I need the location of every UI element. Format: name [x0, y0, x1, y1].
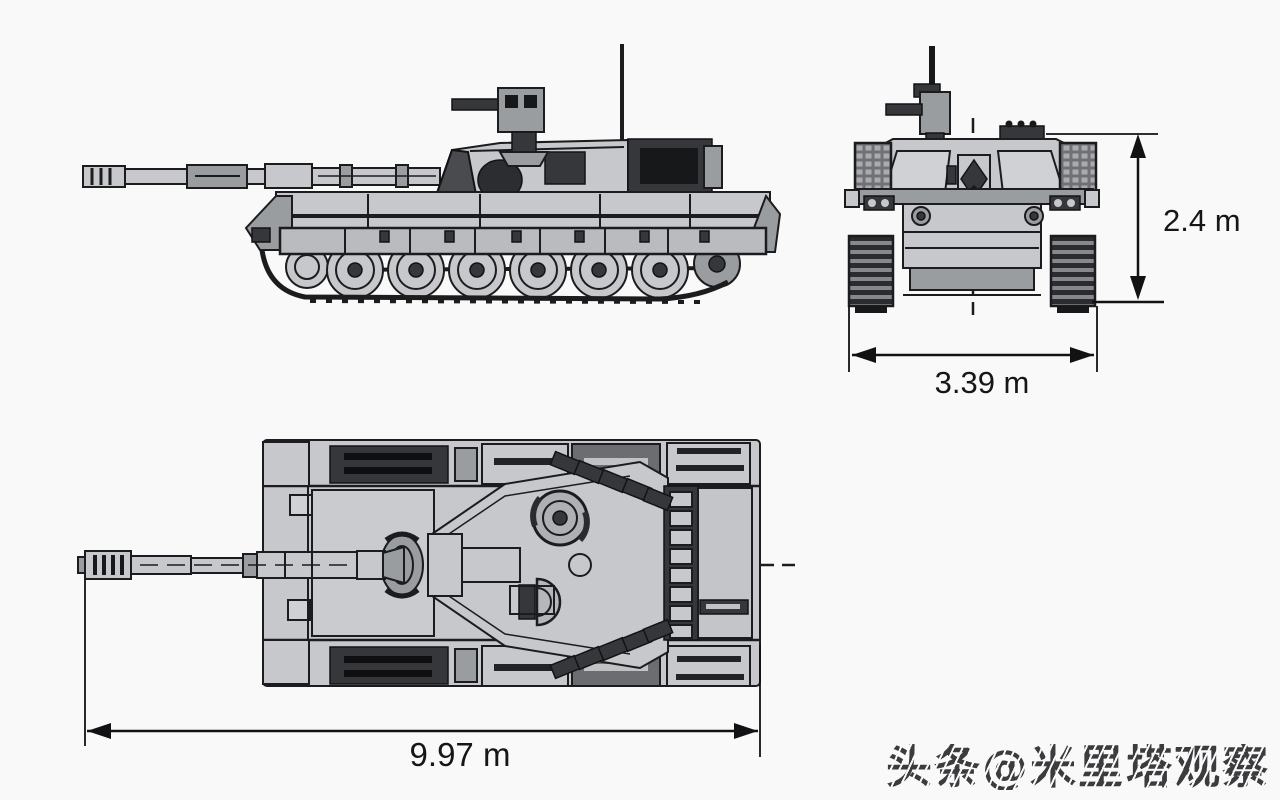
- dimension-arrow: [87, 723, 111, 739]
- commander-hatch: [530, 489, 590, 547]
- roof-sight: [999, 120, 1045, 140]
- length-dimension: 9.97 m: [84, 580, 761, 773]
- height-dimension-label: 2.4 m: [1163, 203, 1241, 238]
- dimension-arrow: [734, 723, 758, 739]
- stowage-cells: [669, 491, 693, 639]
- width-dimension: 3.39 m: [848, 306, 1098, 400]
- hull: [844, 188, 1100, 296]
- turret: [434, 138, 723, 212]
- machine-gun: [451, 87, 550, 167]
- headlights: [863, 195, 1081, 211]
- turret: [380, 450, 699, 680]
- track: [259, 249, 730, 302]
- stowage-chevron-upper: [549, 450, 674, 512]
- top-view-drawing: 9.97 m: [77, 439, 795, 773]
- height-dimension: 2.4 m: [1046, 133, 1241, 304]
- periscope: [568, 553, 592, 577]
- running-gear: [259, 240, 741, 304]
- side-view-drawing: [82, 44, 782, 304]
- width-dimension-label: 3.39 m: [935, 365, 1030, 400]
- barrel-root: [461, 547, 521, 583]
- dimension-arrow: [1070, 347, 1094, 363]
- road-wheels: [326, 241, 689, 299]
- dimension-arrow: [1130, 276, 1146, 300]
- gun-mount: [427, 533, 463, 597]
- gunner-sight: [544, 151, 586, 185]
- side-skirt: [278, 226, 768, 256]
- length-dimension-label: 9.97 m: [410, 736, 511, 773]
- rear-deck: [697, 487, 753, 639]
- turret: [853, 138, 1098, 204]
- watermark: 头条@米里塔观察: [886, 740, 1270, 794]
- machine-gun: [885, 46, 951, 147]
- gun-barrel: [77, 545, 405, 585]
- gun-barrel: [82, 163, 441, 189]
- dimension-arrow: [1130, 134, 1146, 158]
- stowage-chevron-lower: [549, 618, 674, 680]
- tracks: [847, 234, 1097, 313]
- front-view-drawing: 2.4 m 3.39 m: [844, 46, 1241, 400]
- dimension-arrow: [852, 347, 876, 363]
